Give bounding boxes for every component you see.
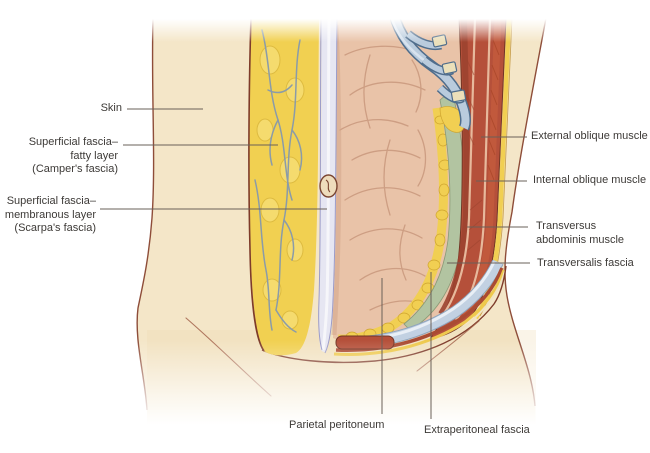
label-transversalis-fascia: Transversalis fascia: [537, 257, 634, 269]
label-extraperitoneal-fascia: Extraperitoneal fascia: [424, 424, 530, 436]
label-transversus-abdominis: Transversus abdominis muscle: [536, 220, 625, 246]
label-skin: Skin: [100, 102, 122, 114]
top-fade: [0, 0, 650, 42]
leader-lines: [100, 108, 530, 419]
muscle-layers-graphic: [428, 17, 507, 340]
umbilicus-graphic: [319, 174, 338, 198]
label-camper-fascia: Superficial fascia– fatty layer (Camper'…: [28, 136, 118, 175]
fat-vessels: [254, 29, 303, 333]
label-scarpa-fascia: Superficial fascia– membranous layer (Sc…: [4, 195, 96, 234]
label-internal-oblique: Internal oblique muscle: [533, 174, 647, 186]
fatty-layer-graphic: [248, 17, 319, 356]
membranous-layer-graphic: [318, 17, 338, 354]
bottom-fade: [0, 340, 650, 453]
label-parietal-peritoneum: Parietal peritoneum: [289, 419, 385, 431]
label-external-oblique: External oblique muscle: [531, 130, 648, 142]
